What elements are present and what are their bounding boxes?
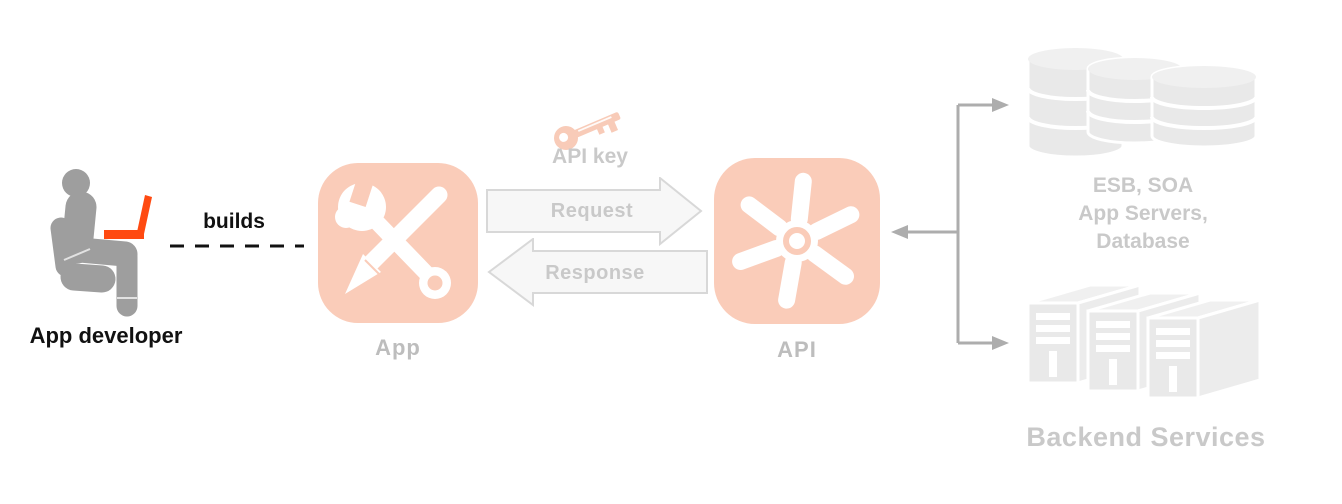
laptop-base-icon — [104, 230, 144, 239]
server-stack-icon — [1026, 283, 1262, 400]
app-label: App — [375, 335, 421, 360]
api-icon — [714, 158, 880, 324]
server-tower-right — [1146, 298, 1262, 400]
response-label: Response — [545, 262, 645, 284]
wrench-pencil-icon — [335, 167, 451, 299]
request-label: Request — [550, 200, 634, 222]
hip-separator — [63, 248, 91, 261]
builds-dashed-line — [170, 244, 304, 248]
chair-seat — [60, 263, 116, 293]
builds-label: builds — [203, 210, 265, 233]
api-spoke-icon — [732, 172, 860, 309]
esb-soa-label: ESB, SOA App Servers, Database — [1038, 172, 1248, 256]
backend-connector-lines — [891, 98, 1009, 350]
database-stack-icon — [1026, 46, 1258, 159]
esb-label-line1: ESB, SOA — [1092, 174, 1194, 197]
arrowhead-to-api — [891, 225, 908, 239]
app-developer-icon — [50, 169, 152, 317]
app-icon — [318, 163, 478, 323]
esb-label-line3: Database — [1096, 230, 1190, 253]
api-label: API — [777, 337, 817, 362]
arrowhead-to-database — [992, 98, 1009, 112]
esb-label-line2: App Servers, — [1078, 202, 1208, 225]
api-key-label: API key — [552, 145, 628, 168]
request-arrow — [486, 177, 703, 247]
api-key-icon — [554, 112, 621, 150]
backend-services-label: Backend Services — [1026, 422, 1266, 452]
response-arrow — [487, 238, 708, 307]
database-cylinder-right — [1150, 64, 1258, 149]
app-developer-label: App developer — [29, 323, 183, 348]
person-head — [62, 169, 90, 197]
laptop-screen-icon — [137, 195, 152, 234]
arrowhead-to-servers — [992, 336, 1009, 350]
